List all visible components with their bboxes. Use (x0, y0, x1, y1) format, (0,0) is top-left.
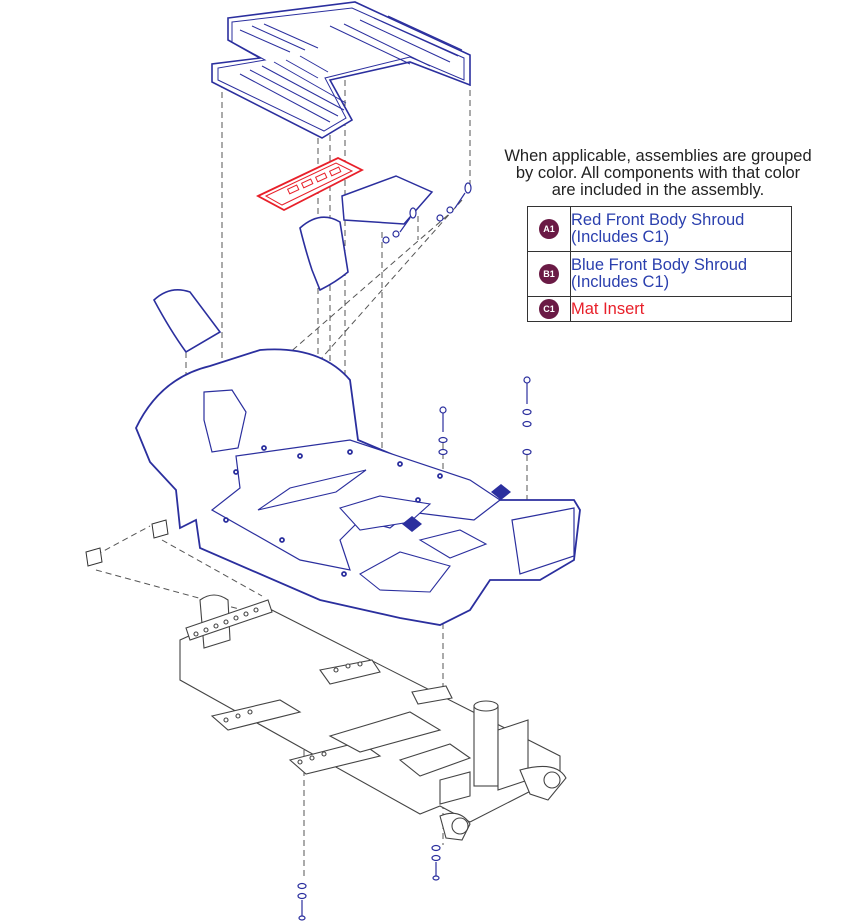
legend-row-a1: A1 Red Front Body Shroud (Includes C1) (527, 206, 792, 252)
mat-insert-red (256, 156, 364, 212)
front-body-shroud (135, 348, 581, 626)
assembly-color-caption: When applicable, assemblies are grouped … (478, 148, 838, 199)
assembly-legend: A1 Red Front Body Shroud (Includes C1) B… (527, 206, 792, 322)
legend-label: Blue Front Body Shroud (571, 256, 748, 274)
small-plate (85, 547, 103, 567)
marker-diamond (491, 484, 511, 500)
legend-row-b1: B1 Blue Front Body Shroud (Includes C1) (527, 251, 792, 297)
marker-diamond (402, 516, 422, 532)
caption-line: When applicable, assemblies are grouped (504, 147, 812, 165)
legend-sublabel: (Includes C1) (571, 228, 670, 246)
legend-row-c1: C1 Mat Insert (527, 296, 792, 322)
badge-a1-icon: A1 (539, 219, 559, 239)
legend-label: Mat Insert (571, 299, 645, 318)
scooter-frame (179, 594, 567, 841)
caption-line: are included in the assembly. (551, 181, 765, 199)
small-plate (151, 519, 169, 539)
floor-mat (211, 1, 471, 139)
hardware-bottom (297, 844, 441, 921)
side-panel-center (299, 216, 349, 292)
legend-sublabel: (Includes C1) (571, 273, 670, 291)
hardware-upper (382, 182, 472, 244)
hardware-right (438, 376, 532, 456)
caption-line: by color. All components with that color (515, 164, 801, 182)
badge-c1-icon: C1 (539, 299, 559, 319)
legend-label: Red Front Body Shroud (571, 211, 745, 229)
side-panel-left (153, 289, 222, 354)
badge-b1-icon: B1 (539, 264, 559, 284)
